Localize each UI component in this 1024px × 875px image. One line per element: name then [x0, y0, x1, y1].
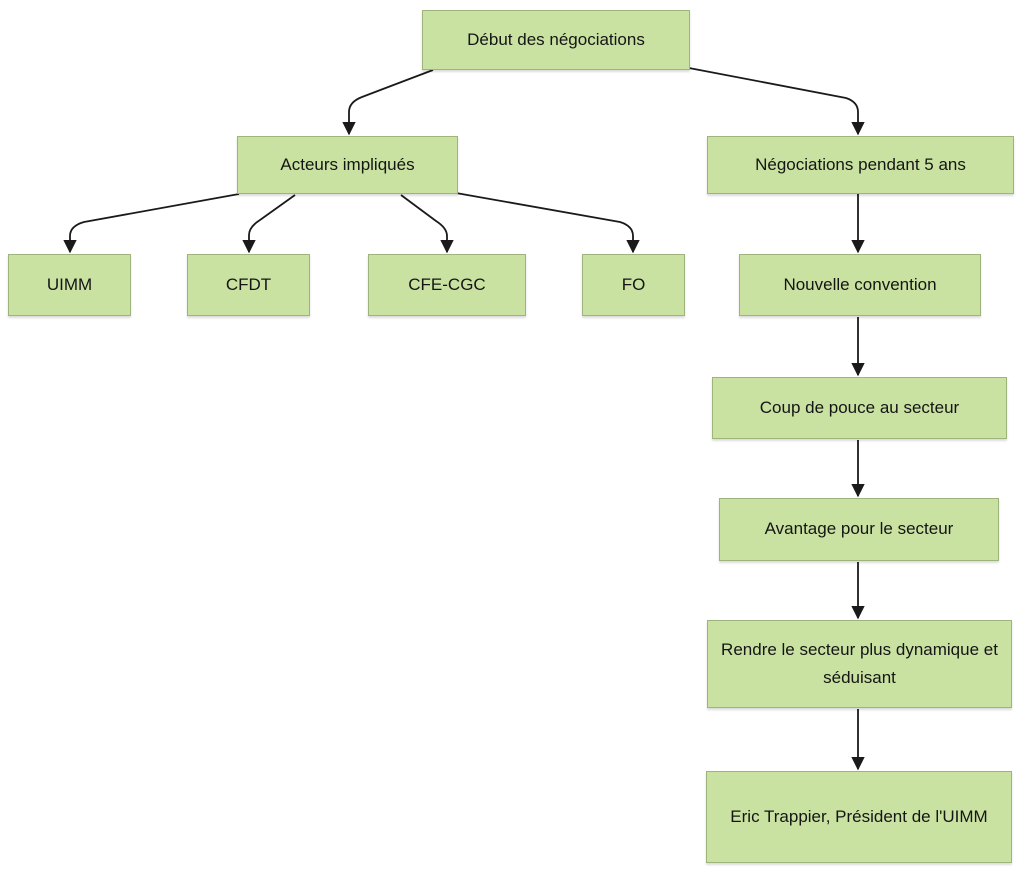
node-acteurs-impliques: Acteurs impliqués: [237, 136, 458, 194]
node-label: CFDT: [225, 274, 272, 294]
node-nouvelle-convention: Nouvelle convention: [739, 254, 981, 316]
connector-acteurs-to-cfe-cgc: [400, 194, 454, 254]
connector-debut-to-negociations: [688, 67, 865, 136]
node-label: FO: [621, 274, 646, 294]
connector-acteurs-to-fo: [455, 192, 640, 254]
node-debut-des-negociations: Début des négociations: [422, 10, 690, 70]
node-label: Négociations pendant 5 ans: [755, 154, 966, 174]
node-eric-trappier-president-uimm: Eric Trappier, Président de l'UIMM: [706, 771, 1012, 863]
node-label: Acteurs impliqués: [280, 154, 415, 174]
node-label: Coup de pouce au secteur: [759, 397, 960, 417]
node-label: CFE-CGC: [408, 274, 486, 294]
node-cfe-cgc: CFE-CGC: [368, 254, 526, 316]
node-uimm: UIMM: [8, 254, 131, 316]
node-label: Rendre le secteur plus dynamique et sédu…: [721, 639, 998, 687]
connector-acteurs-to-uimm: [63, 193, 240, 254]
node-coup-de-pouce-au-secteur: Coup de pouce au secteur: [712, 377, 1007, 439]
node-label: Début des négociations: [467, 29, 645, 49]
connector-acteurs-to-cfdt: [242, 194, 296, 254]
node-label: Eric Trappier, Président de l'UIMM: [730, 806, 988, 826]
node-rendre-le-secteur-dynamique: Rendre le secteur plus dynamique et sédu…: [707, 620, 1012, 708]
node-fo: FO: [582, 254, 685, 316]
node-avantage-pour-le-secteur: Avantage pour le secteur: [719, 498, 999, 561]
node-cfdt: CFDT: [187, 254, 310, 316]
node-label: Nouvelle convention: [783, 274, 937, 294]
node-negociations-pendant-5-ans: Négociations pendant 5 ans: [707, 136, 1014, 194]
node-label: UIMM: [46, 274, 93, 294]
node-label: Avantage pour le secteur: [764, 519, 954, 539]
connector-debut-to-acteurs: [342, 69, 434, 136]
